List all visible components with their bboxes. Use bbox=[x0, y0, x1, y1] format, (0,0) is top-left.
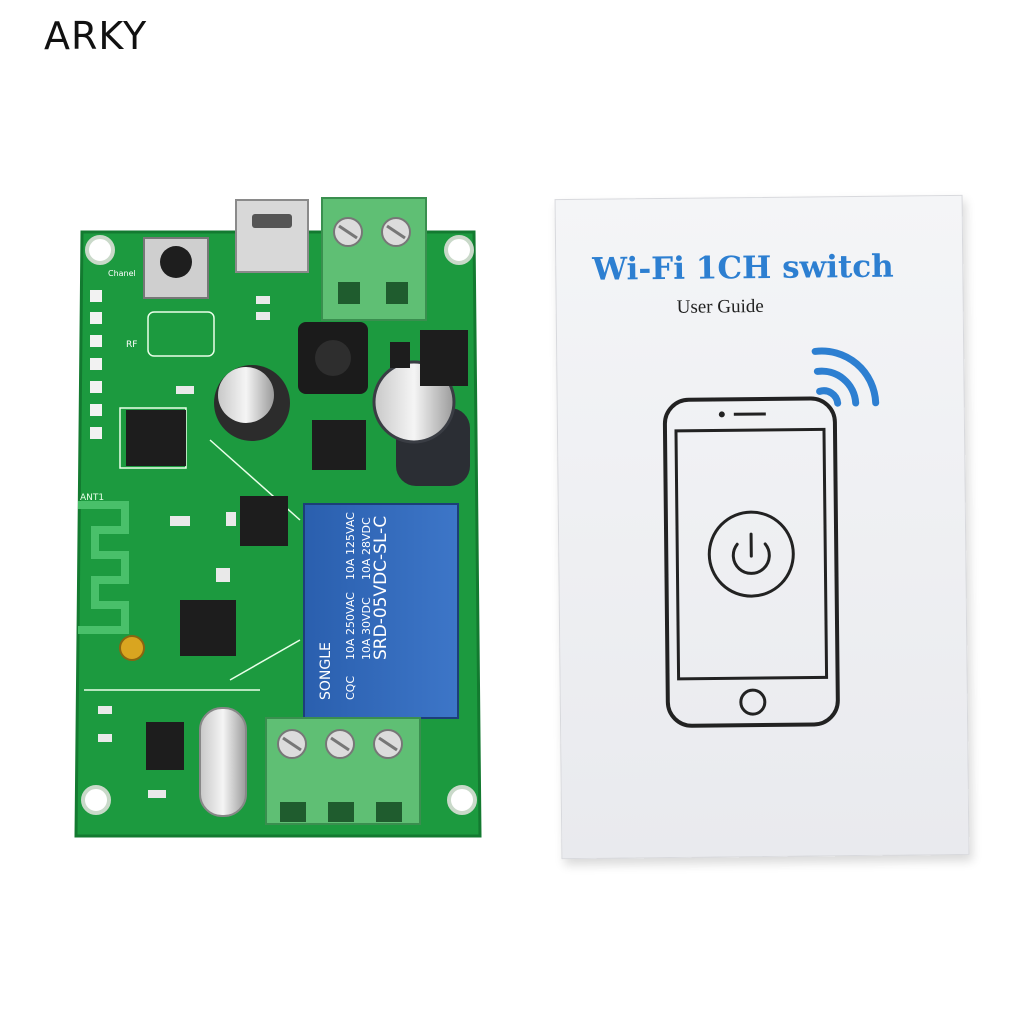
rf-label: RF bbox=[126, 340, 137, 350]
chips bbox=[126, 330, 468, 770]
relay-brand: SONGLE bbox=[318, 642, 334, 700]
relay-rating-3: 10A 30VDC bbox=[360, 597, 373, 660]
smartphone-icon bbox=[662, 396, 840, 728]
relay-model: SRD-05VDC-SL-C bbox=[371, 516, 391, 660]
antenna-label: ANT1 bbox=[80, 493, 104, 503]
wifi-icon bbox=[811, 347, 880, 407]
smd-parts bbox=[98, 296, 270, 798]
ufl-connector bbox=[119, 635, 145, 661]
watermark-text: ARKY bbox=[44, 14, 148, 58]
channel-button-label: Chanel bbox=[108, 269, 136, 278]
relay-rating-1: 10A 250VAC bbox=[344, 592, 357, 660]
guide-title: Wi-Fi 1CH switch bbox=[592, 248, 894, 288]
inductor bbox=[298, 322, 368, 394]
relay: SONGLE CQC 10A 250VAC 10A 30VDC SRD-05VD… bbox=[303, 503, 459, 719]
relay-rating-2: 10A 125VAC bbox=[344, 512, 357, 580]
power-icon bbox=[707, 510, 795, 598]
relay-cert: CQC bbox=[344, 676, 357, 700]
micro-usb-port bbox=[235, 199, 309, 273]
relay-rating-4: 10A 28VDC bbox=[360, 517, 373, 580]
capacitor-small bbox=[214, 365, 290, 441]
terminal-block-top bbox=[321, 197, 427, 321]
user-guide-card: Wi-Fi 1CH switch User Guide bbox=[554, 194, 970, 860]
crystal bbox=[199, 707, 247, 817]
terminal-block-bottom bbox=[265, 717, 421, 825]
tact-button bbox=[143, 237, 209, 299]
guide-subtitle: User Guide bbox=[676, 295, 764, 318]
